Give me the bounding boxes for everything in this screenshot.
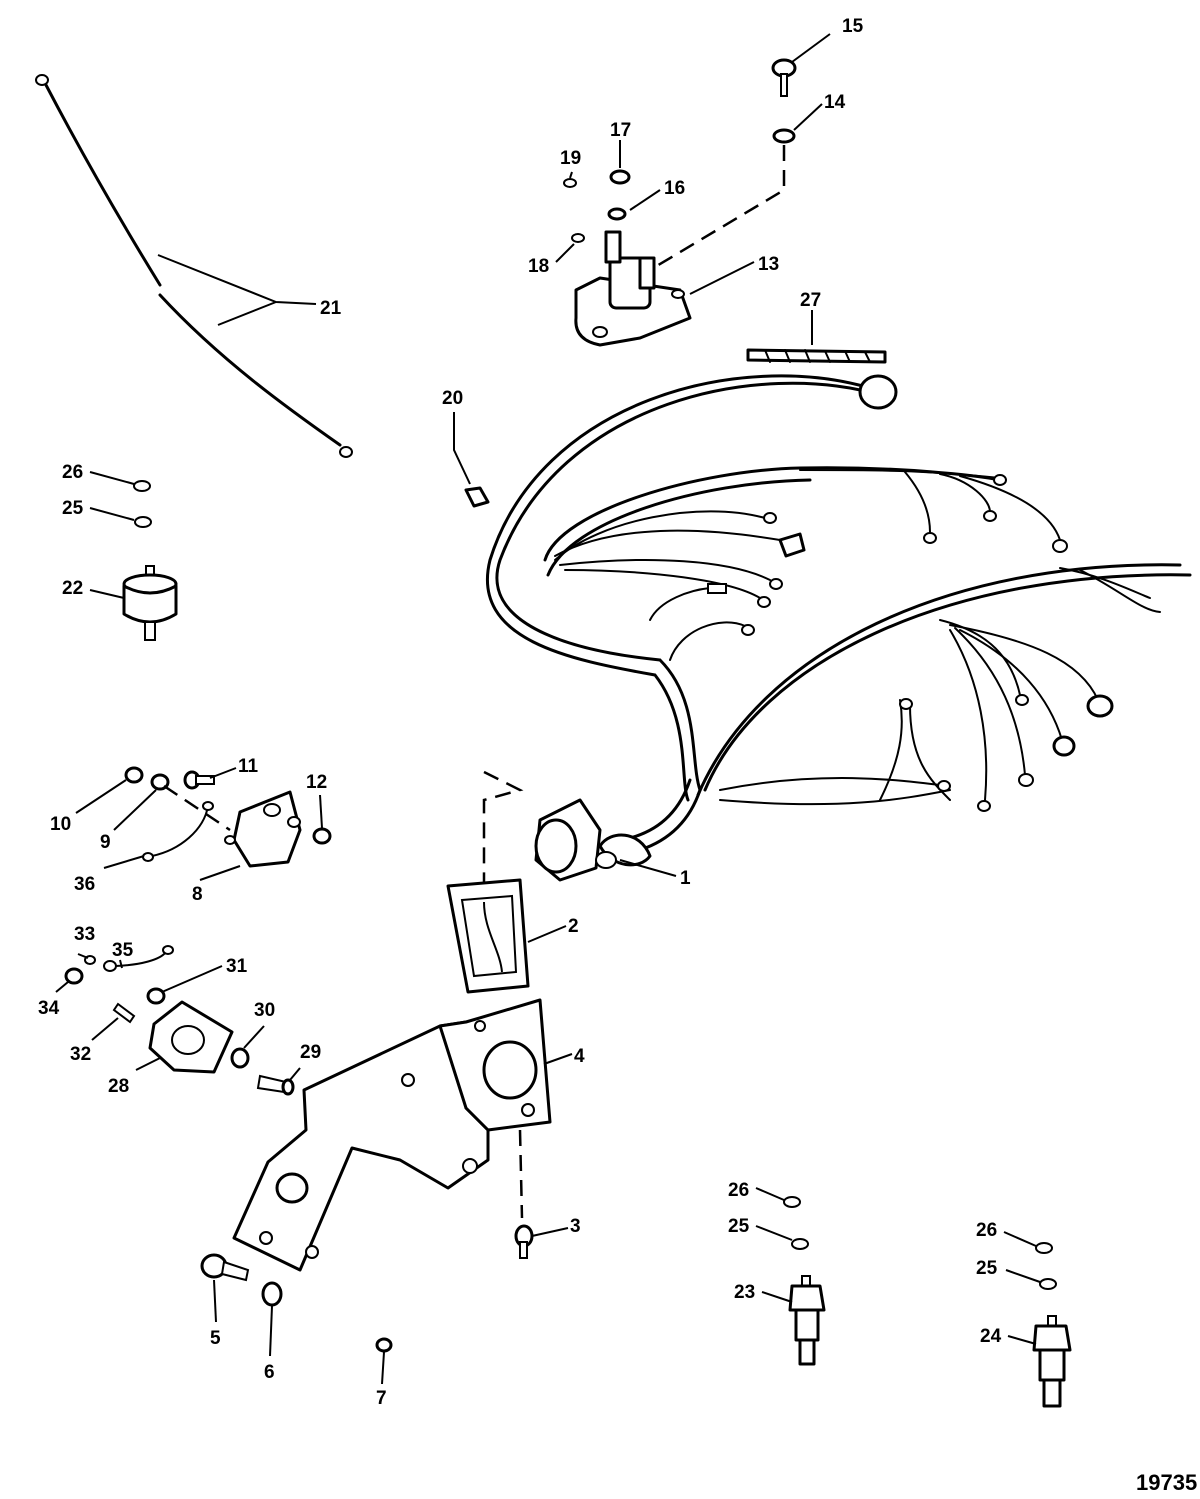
- callout-23: 23: [734, 1282, 755, 1303]
- part-4-mounting-bracket: [232, 998, 552, 1272]
- part-19-nut: [563, 178, 577, 188]
- part-25-washer-upper: [134, 516, 152, 528]
- callout-1: 1: [680, 868, 691, 889]
- part-10-nut: [124, 766, 144, 784]
- part-5-bolt: [200, 1253, 250, 1282]
- part-18-washer: [571, 233, 585, 243]
- part-16-washer: [607, 207, 627, 221]
- part-32-stud: [112, 1002, 136, 1024]
- callout-14: 14: [824, 92, 846, 113]
- part-24-temperature-switch: [1032, 1315, 1072, 1408]
- callout-18: 18: [528, 256, 549, 277]
- part-26-nut-lower-right: [1035, 1242, 1053, 1254]
- callout-34: 34: [38, 998, 60, 1019]
- part-25-washer-lower-middle: [791, 1238, 809, 1250]
- callout-4: 4: [574, 1046, 585, 1067]
- callout-32: 32: [70, 1044, 91, 1065]
- part-29-screw: [256, 1074, 295, 1096]
- figure-number: 19735: [1136, 1470, 1197, 1495]
- callout-labels: 15 14 17 19 16 18 13 27 21 20 26 25 22 1…: [38, 16, 1002, 1409]
- part-7-nut: [375, 1337, 393, 1353]
- part-2-grommet: [446, 878, 530, 994]
- callout-35: 35: [112, 940, 134, 961]
- callout-31: 31: [226, 956, 248, 977]
- part-22-pressure-sender: [122, 565, 178, 641]
- part-9-washer: [150, 773, 170, 791]
- part-27-spiral-wrap: [746, 348, 887, 364]
- part-34-nut: [64, 967, 84, 985]
- part-36-wire: [142, 801, 214, 862]
- callout-6: 6: [264, 1362, 275, 1383]
- callout-7: 7: [376, 1388, 387, 1409]
- callout-11: 11: [238, 756, 259, 777]
- part-26-nut-upper: [133, 480, 151, 492]
- part-28-terminal-block: [148, 1000, 234, 1074]
- callout-12: 12: [306, 772, 327, 793]
- callout-29: 29: [300, 1042, 321, 1063]
- callout-26-lower-middle: 26: [728, 1180, 749, 1201]
- callout-27: 27: [800, 290, 821, 311]
- part-17-nut: [609, 169, 631, 185]
- callout-26-upper: 26: [62, 462, 83, 483]
- part-13-starter-solenoid: [574, 230, 692, 347]
- part-12-nut: [312, 827, 332, 845]
- part-23-temperature-sender: [788, 1275, 826, 1366]
- callout-22: 22: [62, 578, 83, 599]
- callout-16: 16: [664, 178, 685, 199]
- part-31-nut: [146, 987, 166, 1005]
- callout-21: 21: [320, 298, 342, 319]
- part-15-screw: [771, 58, 797, 97]
- part-26-nut-lower-middle: [783, 1196, 801, 1208]
- callout-5: 5: [210, 1328, 221, 1349]
- callout-8: 8: [192, 884, 203, 905]
- callout-20: 20: [442, 388, 463, 409]
- part-25-washer-lower-right: [1039, 1278, 1057, 1290]
- part-3-screw: [514, 1224, 534, 1259]
- callout-10: 10: [50, 814, 71, 835]
- leader-lines: [55, 33, 1041, 1385]
- callout-9: 9: [100, 832, 111, 853]
- callout-3: 3: [570, 1216, 581, 1237]
- part-14-washer: [772, 128, 796, 144]
- callout-30: 30: [254, 1000, 275, 1021]
- part-30-spacer: [230, 1047, 250, 1069]
- part-20-clip: [464, 486, 490, 508]
- callout-28: 28: [108, 1076, 129, 1097]
- part-6-washer: [261, 1281, 283, 1307]
- callout-26-lower-right: 26: [976, 1220, 997, 1241]
- part-1-engine-wiring-harness: [486, 374, 1192, 882]
- callout-25-upper: 25: [62, 498, 84, 519]
- callout-15: 15: [842, 16, 864, 37]
- callout-19: 19: [560, 148, 581, 169]
- callout-25-lower-middle: 25: [728, 1216, 750, 1237]
- callout-24: 24: [980, 1326, 1002, 1347]
- callout-36: 36: [74, 874, 95, 895]
- callout-25-lower-right: 25: [976, 1258, 998, 1279]
- callout-33: 33: [74, 924, 95, 945]
- part-11-screw: [183, 770, 215, 790]
- callout-2: 2: [568, 916, 579, 937]
- part-21-ground-strap: [35, 74, 353, 458]
- part-8-circuit-breaker: [224, 790, 302, 868]
- callout-17: 17: [610, 120, 631, 141]
- callout-13: 13: [758, 254, 779, 275]
